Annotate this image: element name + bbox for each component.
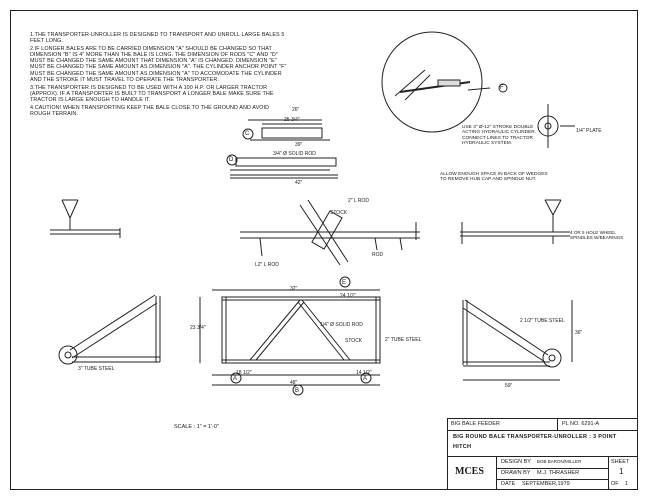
letter-e: E (342, 280, 347, 286)
dim-48: 48" (290, 380, 298, 386)
design-value: BOB BARON/MILLER (537, 459, 582, 464)
sheet-label: SHEET (611, 459, 630, 465)
tube-steel-callout: 2 1/2" TUBE STEEL (520, 318, 565, 324)
of-value: 1 (625, 481, 629, 487)
dim-42: 42" (295, 180, 303, 186)
dim-32: 32" (290, 286, 298, 292)
dim-14: 14 1/2" (356, 370, 372, 376)
note-4: 4.CAUTION! WHEN TRANSPORTING KEEP THE BA… (30, 105, 270, 118)
rod-callout: ROD (372, 252, 384, 258)
letter-a-right: A (363, 376, 368, 382)
tube-steel-2-callout: 3" TUBE STEEL (78, 366, 115, 372)
drawing-title: BIG ROUND BALE TRANSPORTER-UNROLLER : 3 … (453, 434, 617, 450)
letter-c: C (245, 131, 250, 137)
general-notes: 1.THE TRANSPORTER-UNROLLER IS DESIGNED T… (30, 32, 290, 119)
holes-callout: 4 OR 5 HOLE WHEEL SPINDLES W/BEARINGS (570, 230, 624, 241)
dim-39: 39" (295, 142, 303, 148)
title-block-header: BIG BALE FEEDER (451, 421, 500, 427)
rod-solid-label: 3/4" Ø SOLID ROD (273, 151, 316, 157)
of-label: OF (611, 481, 619, 487)
date-label: DATE (501, 481, 516, 487)
design-label: DESIGN BY (501, 459, 531, 465)
tube-steel-3-callout: 2" TUBE STEEL (385, 337, 422, 343)
drawn-label: DRAWN BY (501, 470, 531, 476)
plan-number: PL NO. 6291-A (562, 421, 600, 427)
drawn-value: M.J. THRASHER (537, 470, 580, 476)
stock-callout: STOCK (330, 210, 348, 216)
note-2: 2.IF LONGER BALES ARE TO BE CARRIED DIME… (30, 46, 287, 83)
mces-logo: MCES (455, 466, 484, 477)
letter-d: D (229, 157, 234, 163)
note-3: 3.THE TRANSPORTER IS DESIGNED TO BE USED… (30, 84, 274, 103)
rod-solid2-callout: 1/4" Ø SOLID ROD (320, 322, 363, 328)
dim-36: 36" (575, 330, 583, 336)
allow-callout: ALLOW ENOUGH SPACE IN BACK OF WEDGES TO … (440, 172, 548, 183)
title-block: BIG BALE FEEDER PL NO. 6291-A BIG ROUND … (447, 418, 638, 490)
dim-23: 23 3/4" (190, 325, 206, 331)
rod-l-callout: 2" L ROD (348, 198, 370, 204)
dim-18: 18 1/2" (236, 370, 252, 376)
dim-25-34: 25 3/4" (284, 117, 300, 123)
date-value: SEPTEMBER,1979 (522, 481, 570, 487)
cylinder-callout: USE 3" Ø-12" STROKE DOUBLE ACTING HYDRAU… (462, 125, 537, 147)
sheet-value: 1 (619, 467, 624, 476)
dim-59: 59" (505, 383, 513, 389)
letter-b: B (295, 388, 300, 394)
letter-a-left: A (233, 376, 238, 382)
scale-label: SCALE : 1" = 1'-0" (174, 424, 219, 430)
drawing-border (10, 10, 638, 490)
dim-24: 24 1/2" (340, 293, 356, 299)
letter-f: F (500, 85, 504, 91)
plate-callout: 1/4" PLATE (576, 128, 602, 134)
l-rod-callout: L2" L ROD (255, 262, 279, 268)
dim-26: 26" (292, 107, 300, 113)
detail-circle (381, 31, 483, 133)
note-1: 1.THE TRANSPORTER-UNROLLER IS DESIGNED T… (30, 32, 285, 45)
stock-callout-2: STOCK (345, 338, 363, 344)
